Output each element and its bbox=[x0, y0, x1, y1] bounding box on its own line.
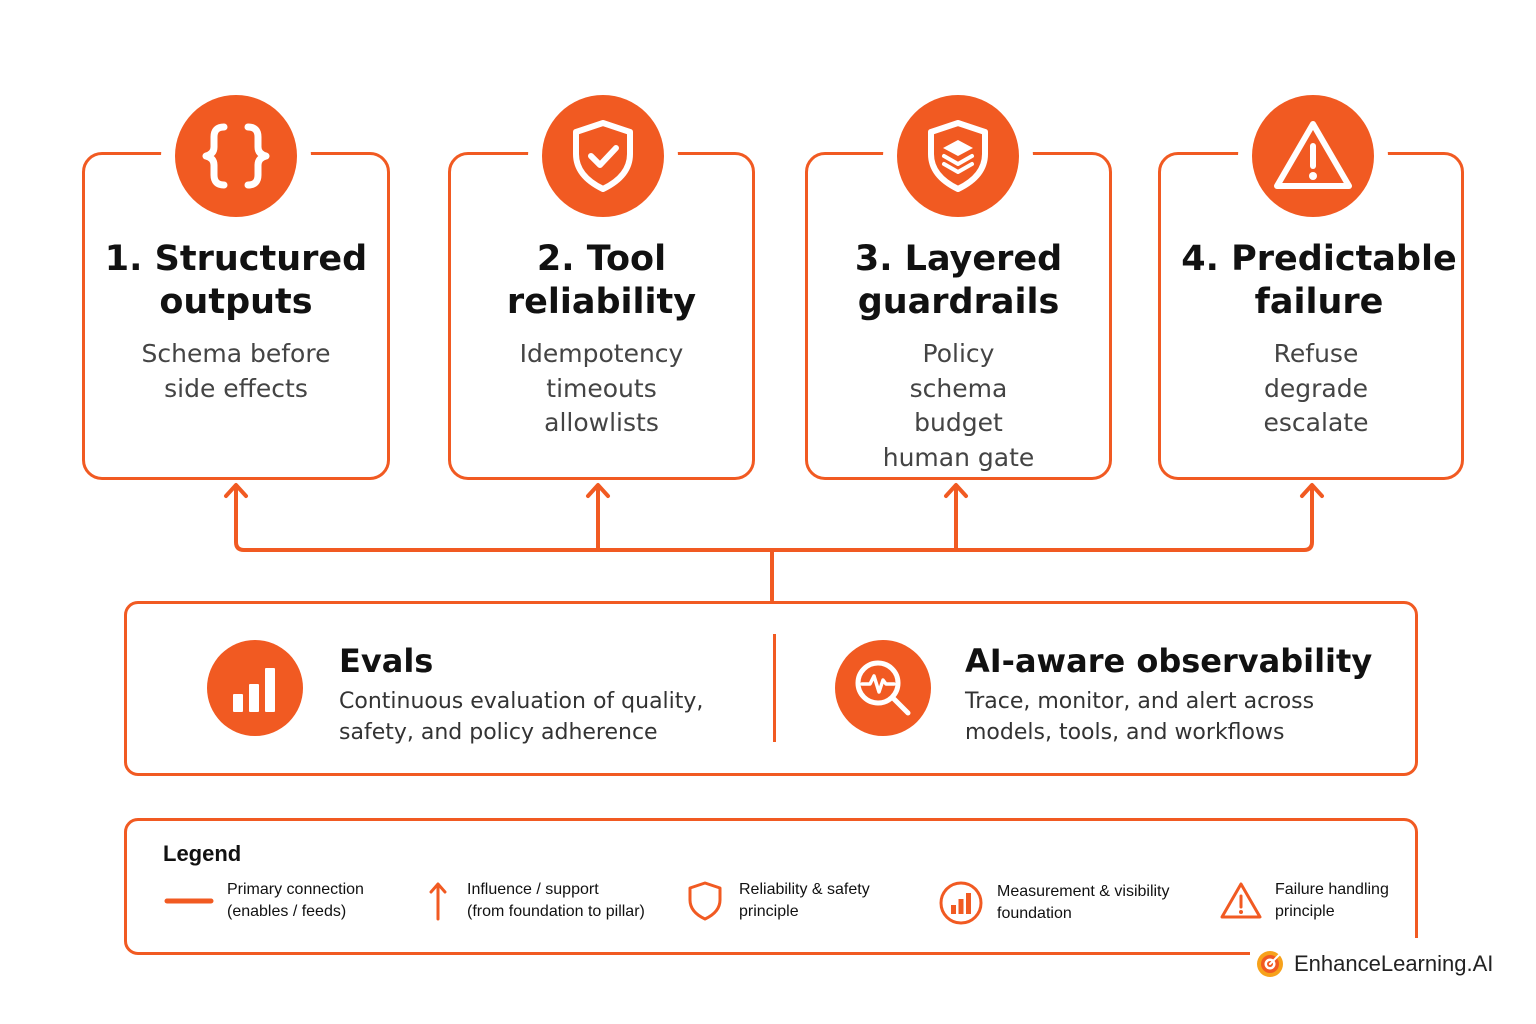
warning-outline-icon bbox=[1220, 882, 1262, 919]
legend-item-influence: Influence / support(from foundation to p… bbox=[423, 879, 645, 923]
warning-triangle-icon bbox=[1274, 121, 1352, 189]
shield-outline-icon bbox=[688, 881, 722, 921]
pillar-badge-2 bbox=[542, 95, 664, 217]
pillar-badge-4 bbox=[1252, 95, 1374, 217]
legend-text: Primary connection(enables / feeds) bbox=[227, 881, 364, 920]
legend-panel: Legend Primary connection(enables / feed… bbox=[124, 818, 1418, 955]
evals-description: Continuous evaluation of quality,safety,… bbox=[339, 689, 704, 745]
arrowhead-4 bbox=[1300, 483, 1324, 498]
primary-line-icon bbox=[164, 898, 214, 904]
observability-title: AI-aware observability bbox=[965, 642, 1373, 680]
target-logo-icon bbox=[1257, 951, 1283, 977]
pillar-card-predictable-failure bbox=[1158, 152, 1464, 480]
shield-layers-icon bbox=[928, 120, 988, 192]
legend-title: Legend bbox=[163, 841, 242, 866]
evals-badge bbox=[207, 640, 303, 736]
arrowhead-1 bbox=[224, 483, 248, 498]
curly-braces-icon bbox=[202, 123, 270, 189]
pillar-badge-1 bbox=[175, 95, 297, 217]
bar-chart-icon bbox=[233, 668, 275, 712]
legend-item-primary-connection: Primary connection(enables / feeds) bbox=[161, 879, 364, 923]
legend-text: Influence / support(from foundation to p… bbox=[467, 881, 645, 920]
bar-chart-outline-icon bbox=[939, 881, 983, 925]
arrowhead-3 bbox=[944, 483, 968, 498]
foundation-divider bbox=[773, 634, 776, 742]
evals-title: Evals bbox=[339, 642, 434, 680]
magnifier-pulse-icon bbox=[855, 660, 911, 716]
arrowhead-2 bbox=[586, 483, 610, 498]
observability-badge bbox=[835, 640, 931, 736]
arrow-up-icon bbox=[429, 882, 447, 921]
brand-mark: EnhanceLearning.AI bbox=[1250, 938, 1520, 990]
brand-name: EnhanceLearning.AI bbox=[1294, 951, 1494, 976]
branch-line bbox=[234, 488, 1314, 552]
pillar-badge-3 bbox=[897, 95, 1019, 217]
foundation-panel: Evals Continuous evaluation of quality,s… bbox=[124, 601, 1418, 776]
shield-check-icon bbox=[573, 120, 633, 192]
